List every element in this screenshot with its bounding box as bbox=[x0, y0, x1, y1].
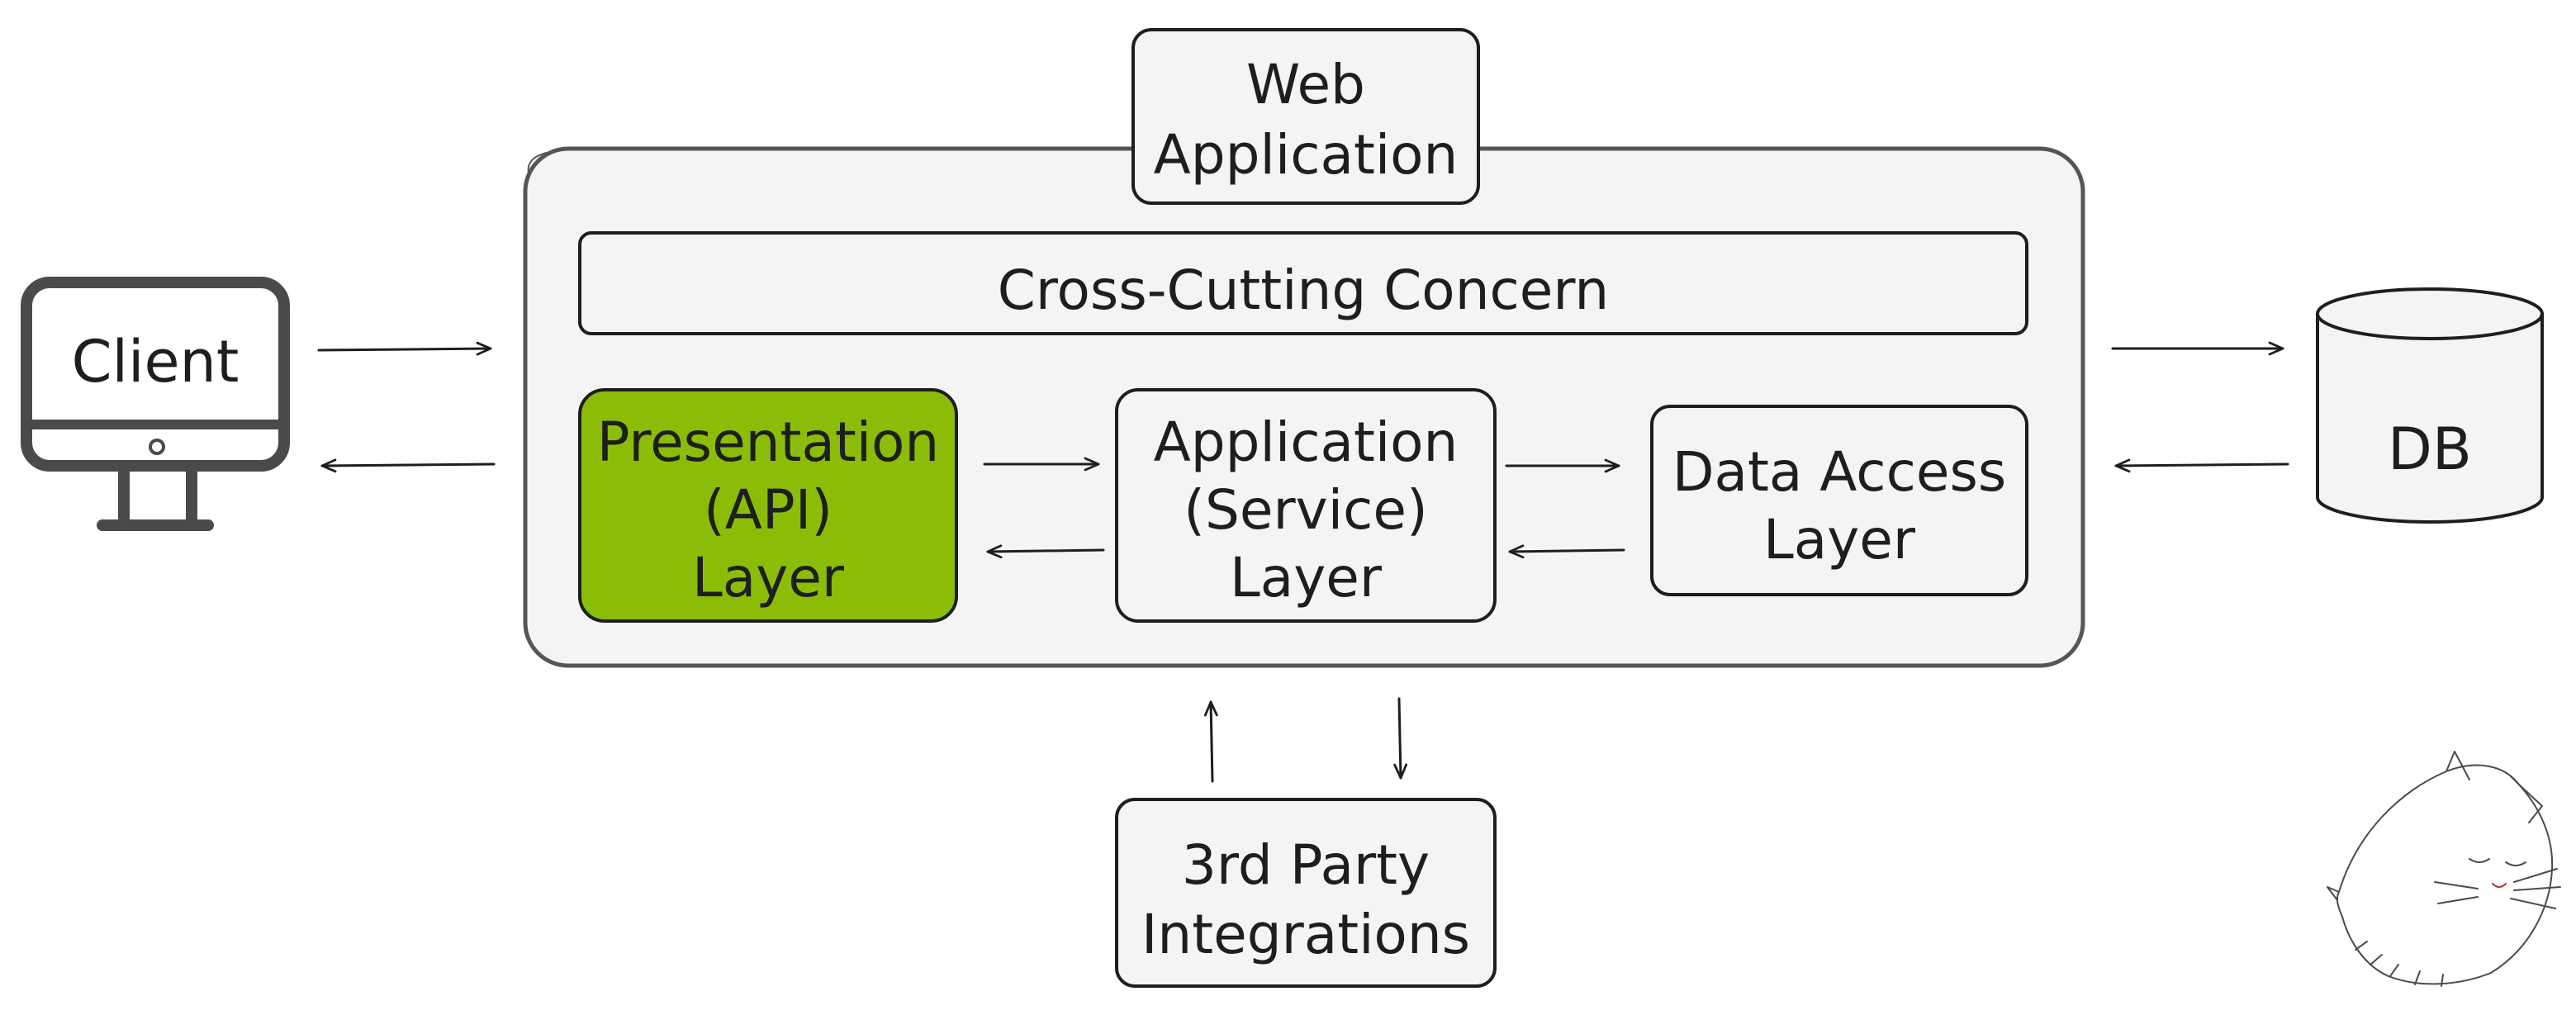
web-application-label-line1: Web bbox=[1246, 53, 1365, 116]
client-monitor-icon: Client bbox=[21, 277, 290, 531]
application-layer-label-line3: Layer bbox=[1230, 546, 1383, 609]
cross-cutting-concern-label: Cross-Cutting Concern bbox=[998, 258, 1609, 322]
web-application-label-line2: Application bbox=[1154, 123, 1459, 187]
application-layer-label-line2: (Service) bbox=[1184, 478, 1427, 542]
arrows bbox=[317, 341, 2289, 783]
presentation-layer-box: Presentation (API) Layer bbox=[578, 388, 958, 623]
presentation-layer-label-line3: Layer bbox=[692, 546, 845, 609]
client-label: Client bbox=[72, 328, 240, 396]
arrow-db-to-web-app bbox=[2114, 458, 2289, 473]
cross-cutting-concern-box: Cross-Cutting Concern bbox=[578, 231, 2028, 335]
db-label: DB bbox=[2388, 415, 2472, 483]
data-access-layer-label-line2: Layer bbox=[1763, 508, 1916, 572]
arrow-application-to-third-party bbox=[1393, 697, 1408, 780]
arrow-client-to-web-app bbox=[317, 341, 492, 356]
data-access-layer-box: Data Access Layer bbox=[1650, 405, 2028, 596]
third-party-label-line2: Integrations bbox=[1141, 903, 1470, 966]
db-cylinder-icon: DB bbox=[2316, 287, 2544, 524]
cat-sketch-icon bbox=[2327, 751, 2561, 987]
web-application-title-box: Web Application bbox=[1131, 28, 1480, 205]
arrow-data-access-to-application bbox=[1508, 544, 1625, 559]
arrow-application-to-presentation bbox=[986, 544, 1105, 559]
third-party-label-line1: 3rd Party bbox=[1182, 833, 1430, 897]
application-layer-label-line1: Application bbox=[1154, 410, 1459, 474]
presentation-layer-label-line2: (API) bbox=[704, 478, 833, 542]
arrow-third-party-to-application bbox=[1203, 700, 1218, 783]
data-access-layer-label-line1: Data Access bbox=[1672, 440, 2007, 504]
application-layer-box: Application (Service) Layer bbox=[1115, 388, 1497, 623]
third-party-integrations-box: 3rd Party Integrations bbox=[1115, 798, 1497, 988]
presentation-layer-label-line1: Presentation bbox=[597, 410, 940, 474]
arrow-web-app-to-client bbox=[320, 458, 496, 473]
